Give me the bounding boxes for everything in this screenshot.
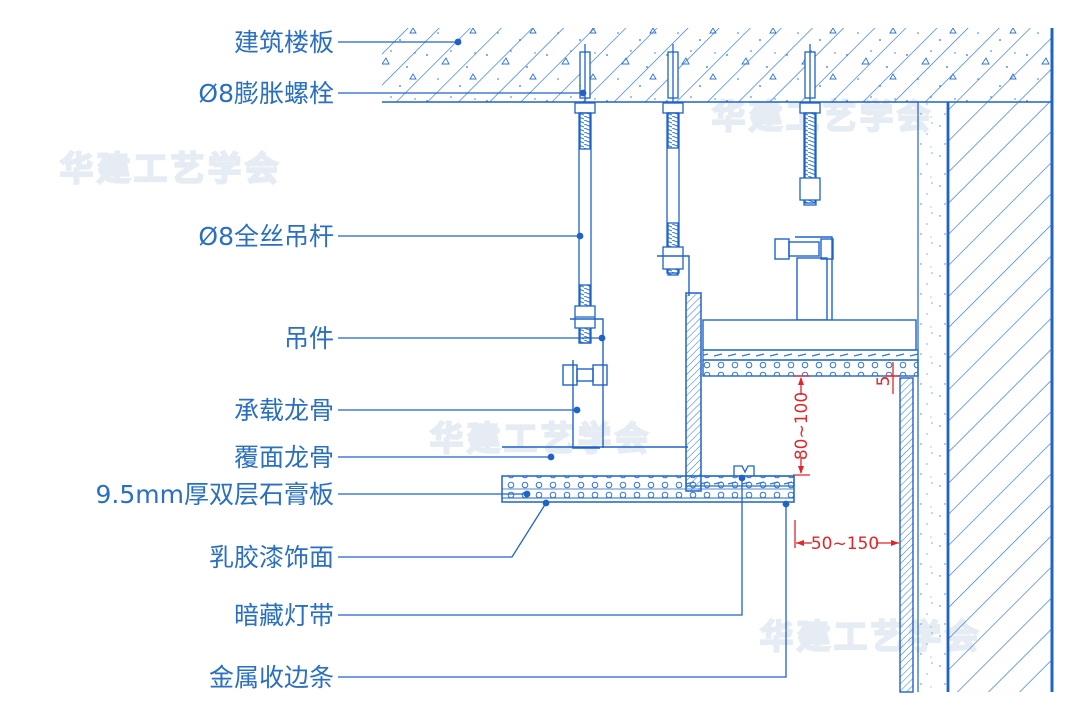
label-main-runner: 承载龙骨 bbox=[234, 396, 334, 425]
leader-lines bbox=[338, 41, 787, 678]
hangers bbox=[562, 236, 834, 449]
watermark: 华建工艺学会 bbox=[430, 419, 652, 458]
label-expansion-bolt: Ø8膨胀螺栓 bbox=[198, 79, 334, 108]
leader-latex-paint bbox=[338, 502, 547, 558]
floor-slab bbox=[382, 28, 1054, 692]
dimension-reveal: 5 bbox=[874, 376, 894, 387]
watermark: 华建工艺学会 bbox=[60, 149, 282, 188]
leader-dots bbox=[454, 38, 790, 508]
leader-metal-trim bbox=[338, 503, 787, 678]
watermark: 华建工艺学会 bbox=[712, 97, 934, 136]
label-floor-slab: 建筑楼板 bbox=[234, 28, 334, 57]
upper-board bbox=[702, 319, 919, 377]
callout-labels: 建筑楼板 Ø8膨胀螺栓 Ø8全丝吊杆 吊件 承载龙骨 覆面龙骨 9.5mm厚双层… bbox=[96, 28, 334, 692]
trough-vertical-board bbox=[685, 292, 702, 492]
label-led-strip: 暗藏灯带 bbox=[234, 601, 334, 630]
label-latex-paint: 乳胶漆饰面 bbox=[209, 543, 334, 572]
hanger-rods bbox=[574, 44, 821, 344]
dimensions bbox=[793, 362, 900, 548]
label-metal-trim: 金属收边条 bbox=[209, 663, 334, 692]
dimension-trough-height: 80~100 bbox=[792, 392, 812, 460]
label-threaded-rod: Ø8全丝吊杆 bbox=[198, 222, 334, 251]
wall-board bbox=[899, 377, 914, 693]
label-gypsum-board: 9.5mm厚双层石膏板 bbox=[96, 480, 334, 509]
label-cross-runner: 覆面龙骨 bbox=[234, 443, 334, 472]
leader-led-strip bbox=[338, 478, 743, 616]
label-hanger: 吊件 bbox=[284, 324, 334, 353]
dimension-gap-to-wall: 50~150 bbox=[811, 534, 879, 554]
ceiling-board bbox=[501, 465, 795, 503]
wall bbox=[917, 102, 1052, 692]
led-strip-fixture bbox=[733, 465, 755, 476]
